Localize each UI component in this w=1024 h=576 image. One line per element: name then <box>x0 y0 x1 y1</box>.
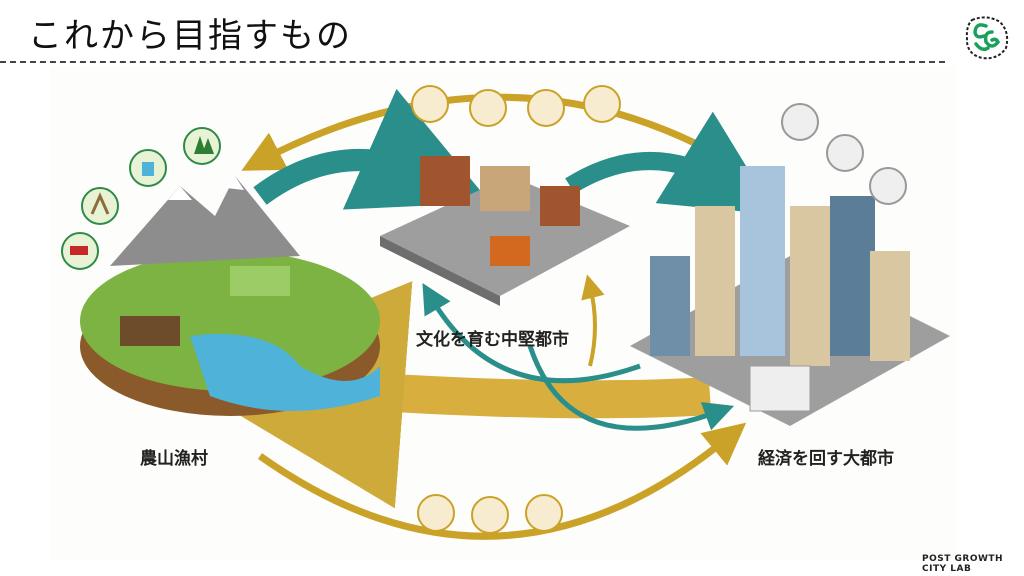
bottom-icons <box>417 494 563 534</box>
care-heart-icon <box>583 85 621 123</box>
institution-icon <box>417 494 455 532</box>
arrow-rural-to-mid <box>253 88 491 210</box>
node-label-metro: 経済を回す大都市 <box>758 449 894 469</box>
crop-icon <box>81 187 119 225</box>
arrow-mid-to-metro-low <box>527 345 735 431</box>
metro-city <box>630 166 950 426</box>
page-title: これから目指すもの <box>28 16 352 56</box>
growth-chart-icon <box>869 167 907 205</box>
businessperson-icon <box>525 494 563 532</box>
mid-city <box>380 156 630 306</box>
node-label-mid-city: 文化を育む中堅都市 <box>416 330 569 350</box>
rural-icons <box>61 127 221 270</box>
mid-icons <box>411 85 621 127</box>
logo-icon <box>965 16 1009 60</box>
diagram-illustration <box>50 66 956 560</box>
footer-brand: POST GROWTH CITY LAB <box>922 554 1004 574</box>
title-divider <box>0 61 945 63</box>
node-label-rural: 農山漁村 <box>140 449 208 469</box>
arrow-metro-to-mid <box>422 283 641 384</box>
art-palette-icon <box>411 85 449 123</box>
metro-icons <box>781 103 907 205</box>
graduation-cap-icon <box>469 89 507 127</box>
money-bag-icon <box>826 134 864 172</box>
arrow-mid-to-metro <box>565 111 776 215</box>
community-icon <box>527 89 565 127</box>
rural-island <box>80 176 380 416</box>
bank-icon <box>781 103 819 141</box>
innovation-bulb-icon <box>471 496 509 534</box>
